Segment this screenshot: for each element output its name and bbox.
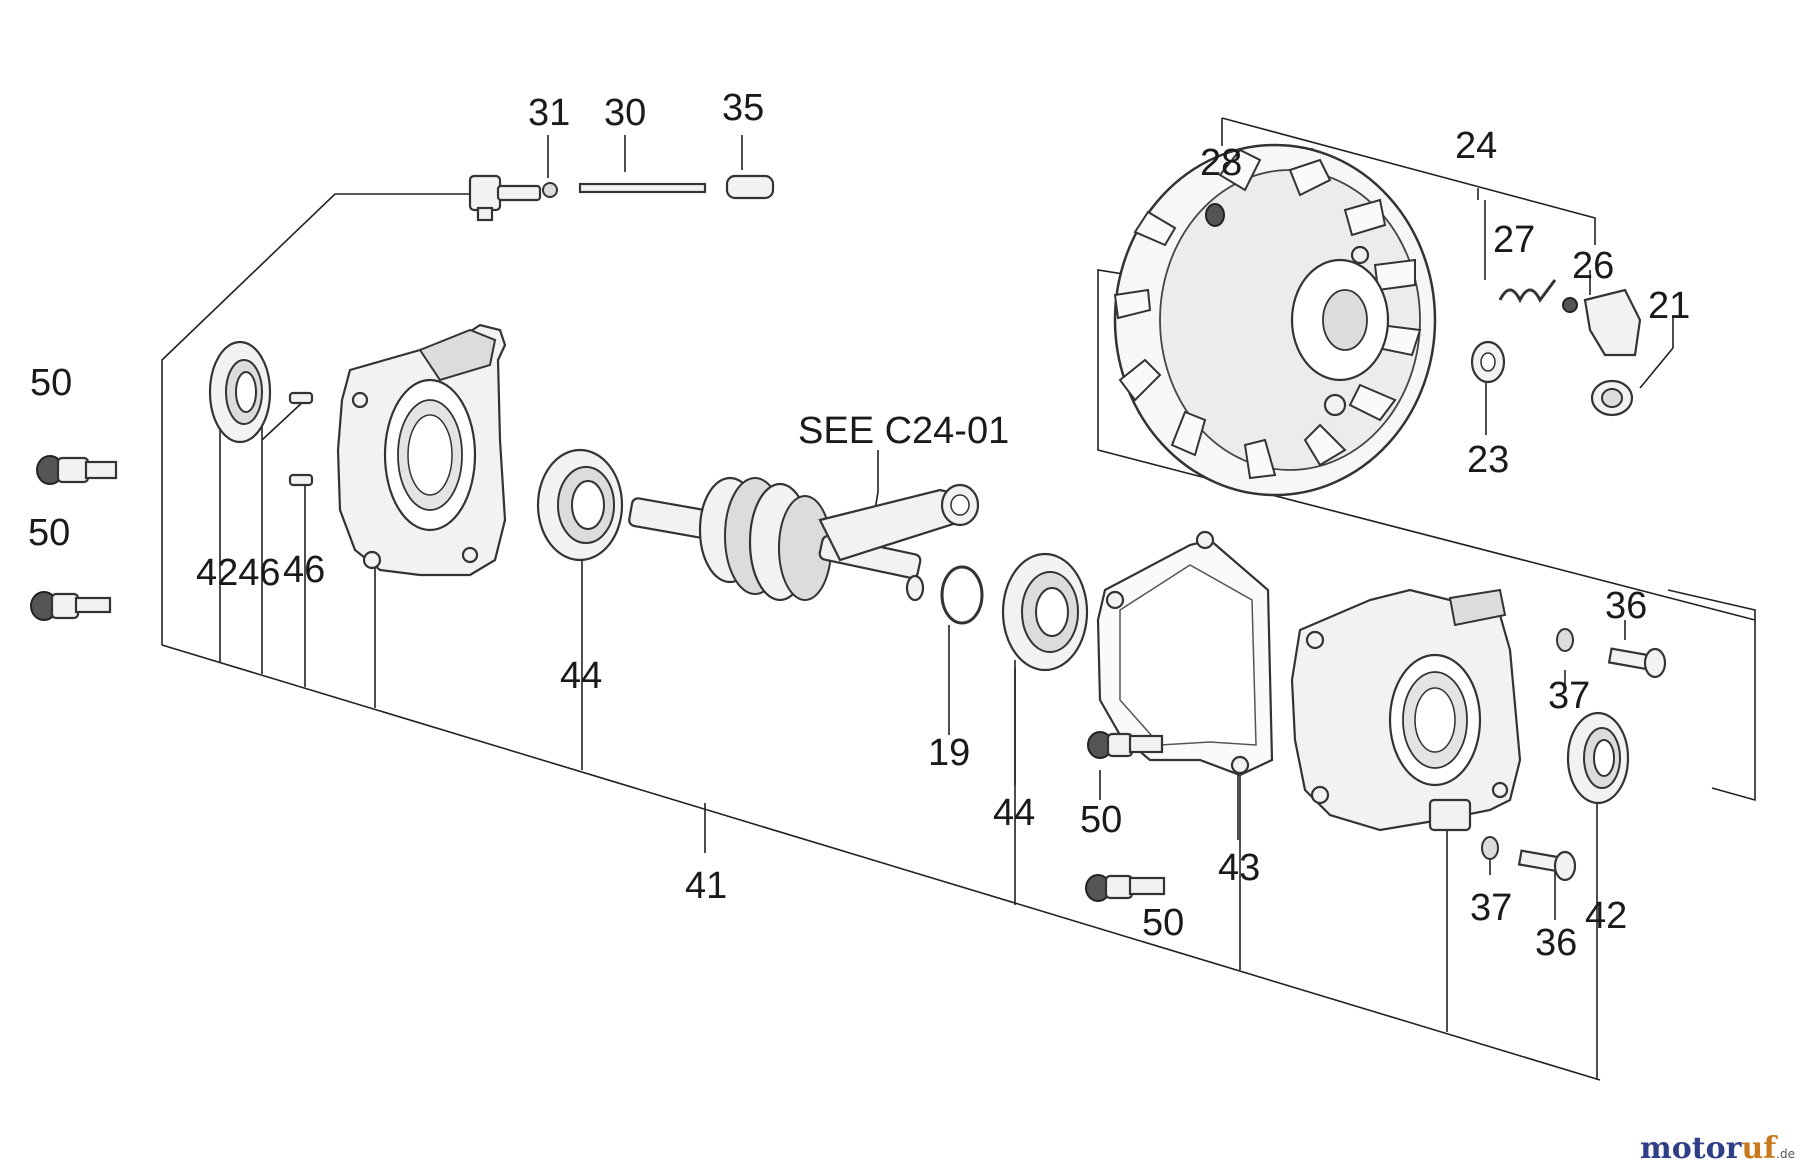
label-44-right: 44 [993,792,1035,834]
watermark-part1: motor [1640,1131,1743,1166]
label-44-left: 44 [560,655,602,697]
bolt-50-lower-part [30,591,112,621]
sleeve-35-part [725,174,775,200]
label-50-bottom: 50 [1142,902,1184,944]
label-4246: 4246 [196,552,281,594]
label-36-lower: 36 [1535,922,1577,964]
nut-28-part [1205,203,1225,227]
label-21: 21 [1648,285,1690,327]
label-23: 23 [1467,439,1509,481]
dowel-pin-46-upper-part [288,391,314,405]
label-35: 35 [722,87,764,129]
washer-37-upper-part [1556,628,1574,652]
bearing-44-left-part [536,448,624,562]
oil-seal-42-left-part [208,340,272,444]
bolt-36-lower-part [1517,849,1577,882]
washer-31-part [542,182,558,198]
crankcase-right-half-part [1290,588,1522,832]
oil-seal-42-right-part [1566,711,1630,805]
bolt-50-upper-part [36,455,118,485]
label-37-upper: 37 [1548,675,1590,717]
nut-21-part [1590,379,1634,417]
bolt-50-center-part [1087,731,1164,759]
circlip-19-part [940,565,984,625]
washer-23-part [1470,340,1506,384]
label-31: 31 [528,92,570,134]
part-labels: 31 30 35 28 24 27 26 21 23 50 50 4246 46… [28,87,1690,964]
label-26: 26 [1572,245,1614,287]
label-36-upper: 36 [1605,585,1647,627]
label-37-lower: 37 [1470,887,1512,929]
label-27: 27 [1493,219,1535,261]
dowel-pin-46-lower-part [288,473,314,487]
bolt-50-bottom-part [1085,874,1166,902]
svg-text:motoruf.de: motoruf.de [1640,1131,1795,1166]
label-30: 30 [604,92,646,134]
label-28: 28 [1200,142,1242,184]
label-24: 24 [1455,125,1497,167]
crankshaft-part [628,476,980,602]
washer-37-lower-part [1481,836,1499,860]
banjo-fitting-part [468,174,542,222]
label-42-right: 42 [1585,895,1627,937]
pin-30-part [578,182,707,194]
label-see-c24-01: SEE C24-01 [798,410,1009,452]
label-43: 43 [1218,847,1260,889]
watermark-logo: motoruf.de [1640,1131,1795,1166]
gasket-43-part [1096,530,1274,777]
crankcase-left-half-part [336,323,507,577]
spring-27-part [1498,279,1557,304]
label-50-upper-left: 50 [30,362,72,404]
flywheel-part [1113,143,1437,497]
pawl-26-part [1562,288,1642,357]
watermark-suffix: .de [1776,1147,1795,1161]
label-50-lower-left: 50 [28,512,70,554]
label-50-center: 50 [1080,799,1122,841]
leader-lines [161,117,1756,1081]
label-46: 46 [283,549,325,591]
label-41: 41 [685,865,727,907]
bearing-44-right-part [1001,552,1089,672]
watermark-part2: uf [1741,1131,1778,1166]
label-19: 19 [928,732,970,774]
bolt-36-upper-part [1607,647,1667,679]
